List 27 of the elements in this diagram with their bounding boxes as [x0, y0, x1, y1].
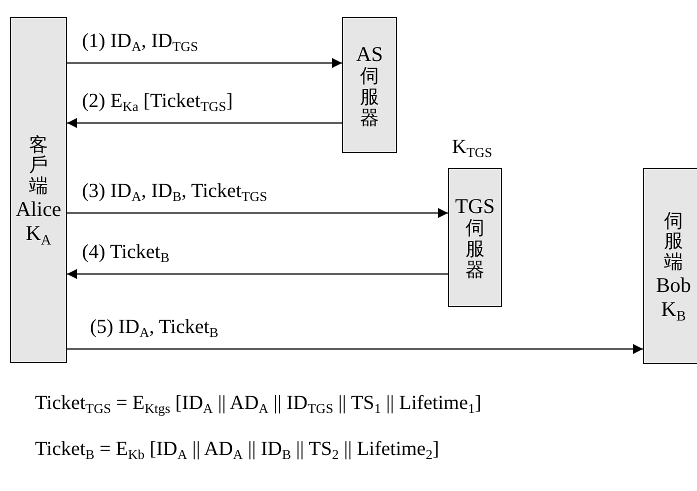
key-label: K$_{TGS}$: [452, 136, 492, 159]
node-label: K$_{A}$: [26, 221, 52, 246]
node-label: 客戶端: [29, 134, 48, 198]
node-label: TGS: [455, 194, 495, 218]
node-label: 伺服端: [664, 210, 683, 274]
arrow: [67, 269, 448, 279]
arrow: [67, 344, 643, 354]
arrow: [67, 208, 448, 218]
arrow: [67, 118, 342, 128]
edge-label: (4) Ticket$_{B}$: [82, 241, 170, 263]
node-label: Alice: [16, 197, 62, 222]
server-box: [643, 168, 697, 364]
server-box: [342, 17, 397, 153]
node-label: Bob: [656, 273, 691, 298]
node-label: K$_{B}$: [661, 297, 686, 322]
server-box: [448, 168, 502, 307]
edge-label: (1) ID$_{A}$, ID$_{TGS}$: [82, 30, 198, 52]
node-label: 伺服器: [466, 218, 484, 281]
arrow: [67, 58, 342, 68]
formula-text: Ticket$_{B}$ = E$_{Kb}$ [ID$_{A}$ || AD$_{A}$ || ID$_{B}$ || TS$_{2}$ || Lifetime$_{2}$]: [35, 438, 440, 461]
edge-label: (2) E$_{Ka}$ [Ticket$_{TGS}$]: [82, 90, 233, 112]
formula-text: Ticket$_{TGS}$ = E$_{Ktgs}$ [ID$_{A}$ || AD$_{A}$ || ID$_{TGS}$ || TS$_{1}$ || Lifetime$_{1}$]: [35, 392, 482, 415]
node-label: 伺服器: [360, 66, 379, 128]
edge-label: (5) ID$_{A}$, Ticket$_{B}$: [90, 316, 218, 338]
edge-label: (3) ID$_{A}$, ID$_{B}$, Ticket$_{TGS}$: [82, 180, 268, 202]
client-box: [10, 17, 67, 363]
node-label: AS: [356, 42, 383, 66]
